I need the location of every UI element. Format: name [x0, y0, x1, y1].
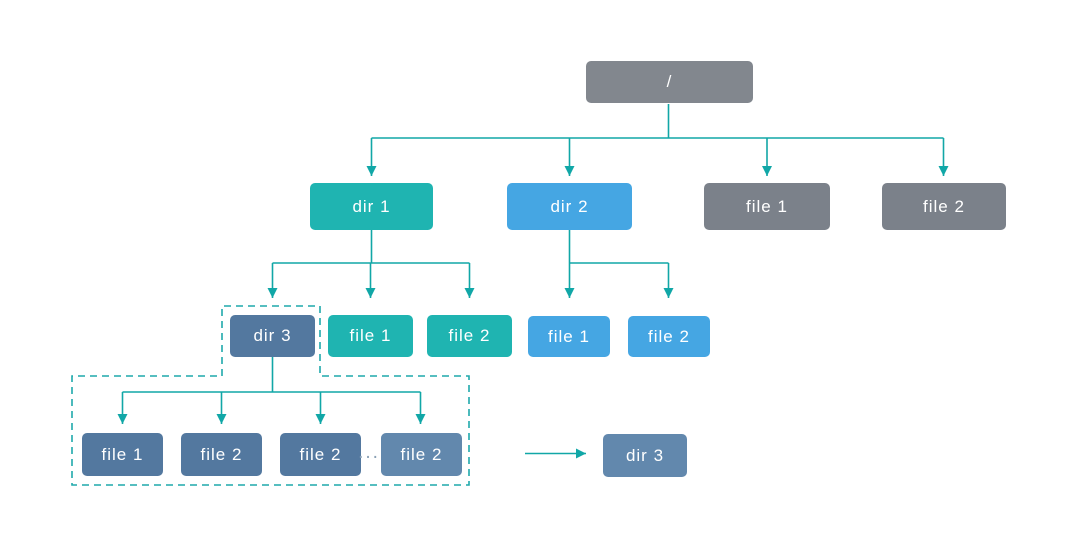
node-file-2a-dir3: file 2 [181, 433, 262, 476]
dir1-children-connector [267, 230, 475, 298]
node-file-2-dir2: file 2 [628, 316, 710, 357]
node-file-1-root: file 1 [704, 183, 830, 230]
dir2-children-connector [564, 230, 674, 298]
node-file-1-dir2: file 1 [528, 316, 610, 357]
node-file-2b-dir3: file 2 [280, 433, 361, 476]
node-file-1-dir1: file 1 [328, 315, 413, 357]
dir3-children-connector [117, 357, 426, 424]
node-dir-2: dir 2 [507, 183, 632, 230]
node-root: / [586, 61, 753, 103]
ellipsis-more-files: ... [358, 442, 380, 463]
node-dir-3-reference: dir 3 [603, 434, 687, 477]
node-file-2-dir1: file 2 [427, 315, 512, 357]
node-file-2-root: file 2 [882, 183, 1006, 230]
node-file-1-dir3: file 1 [82, 433, 163, 476]
node-file-2c-dir3: file 2 [381, 433, 462, 476]
node-dir-1: dir 1 [310, 183, 433, 230]
root-children-connector [366, 104, 949, 176]
node-dir-3: dir 3 [230, 315, 315, 357]
